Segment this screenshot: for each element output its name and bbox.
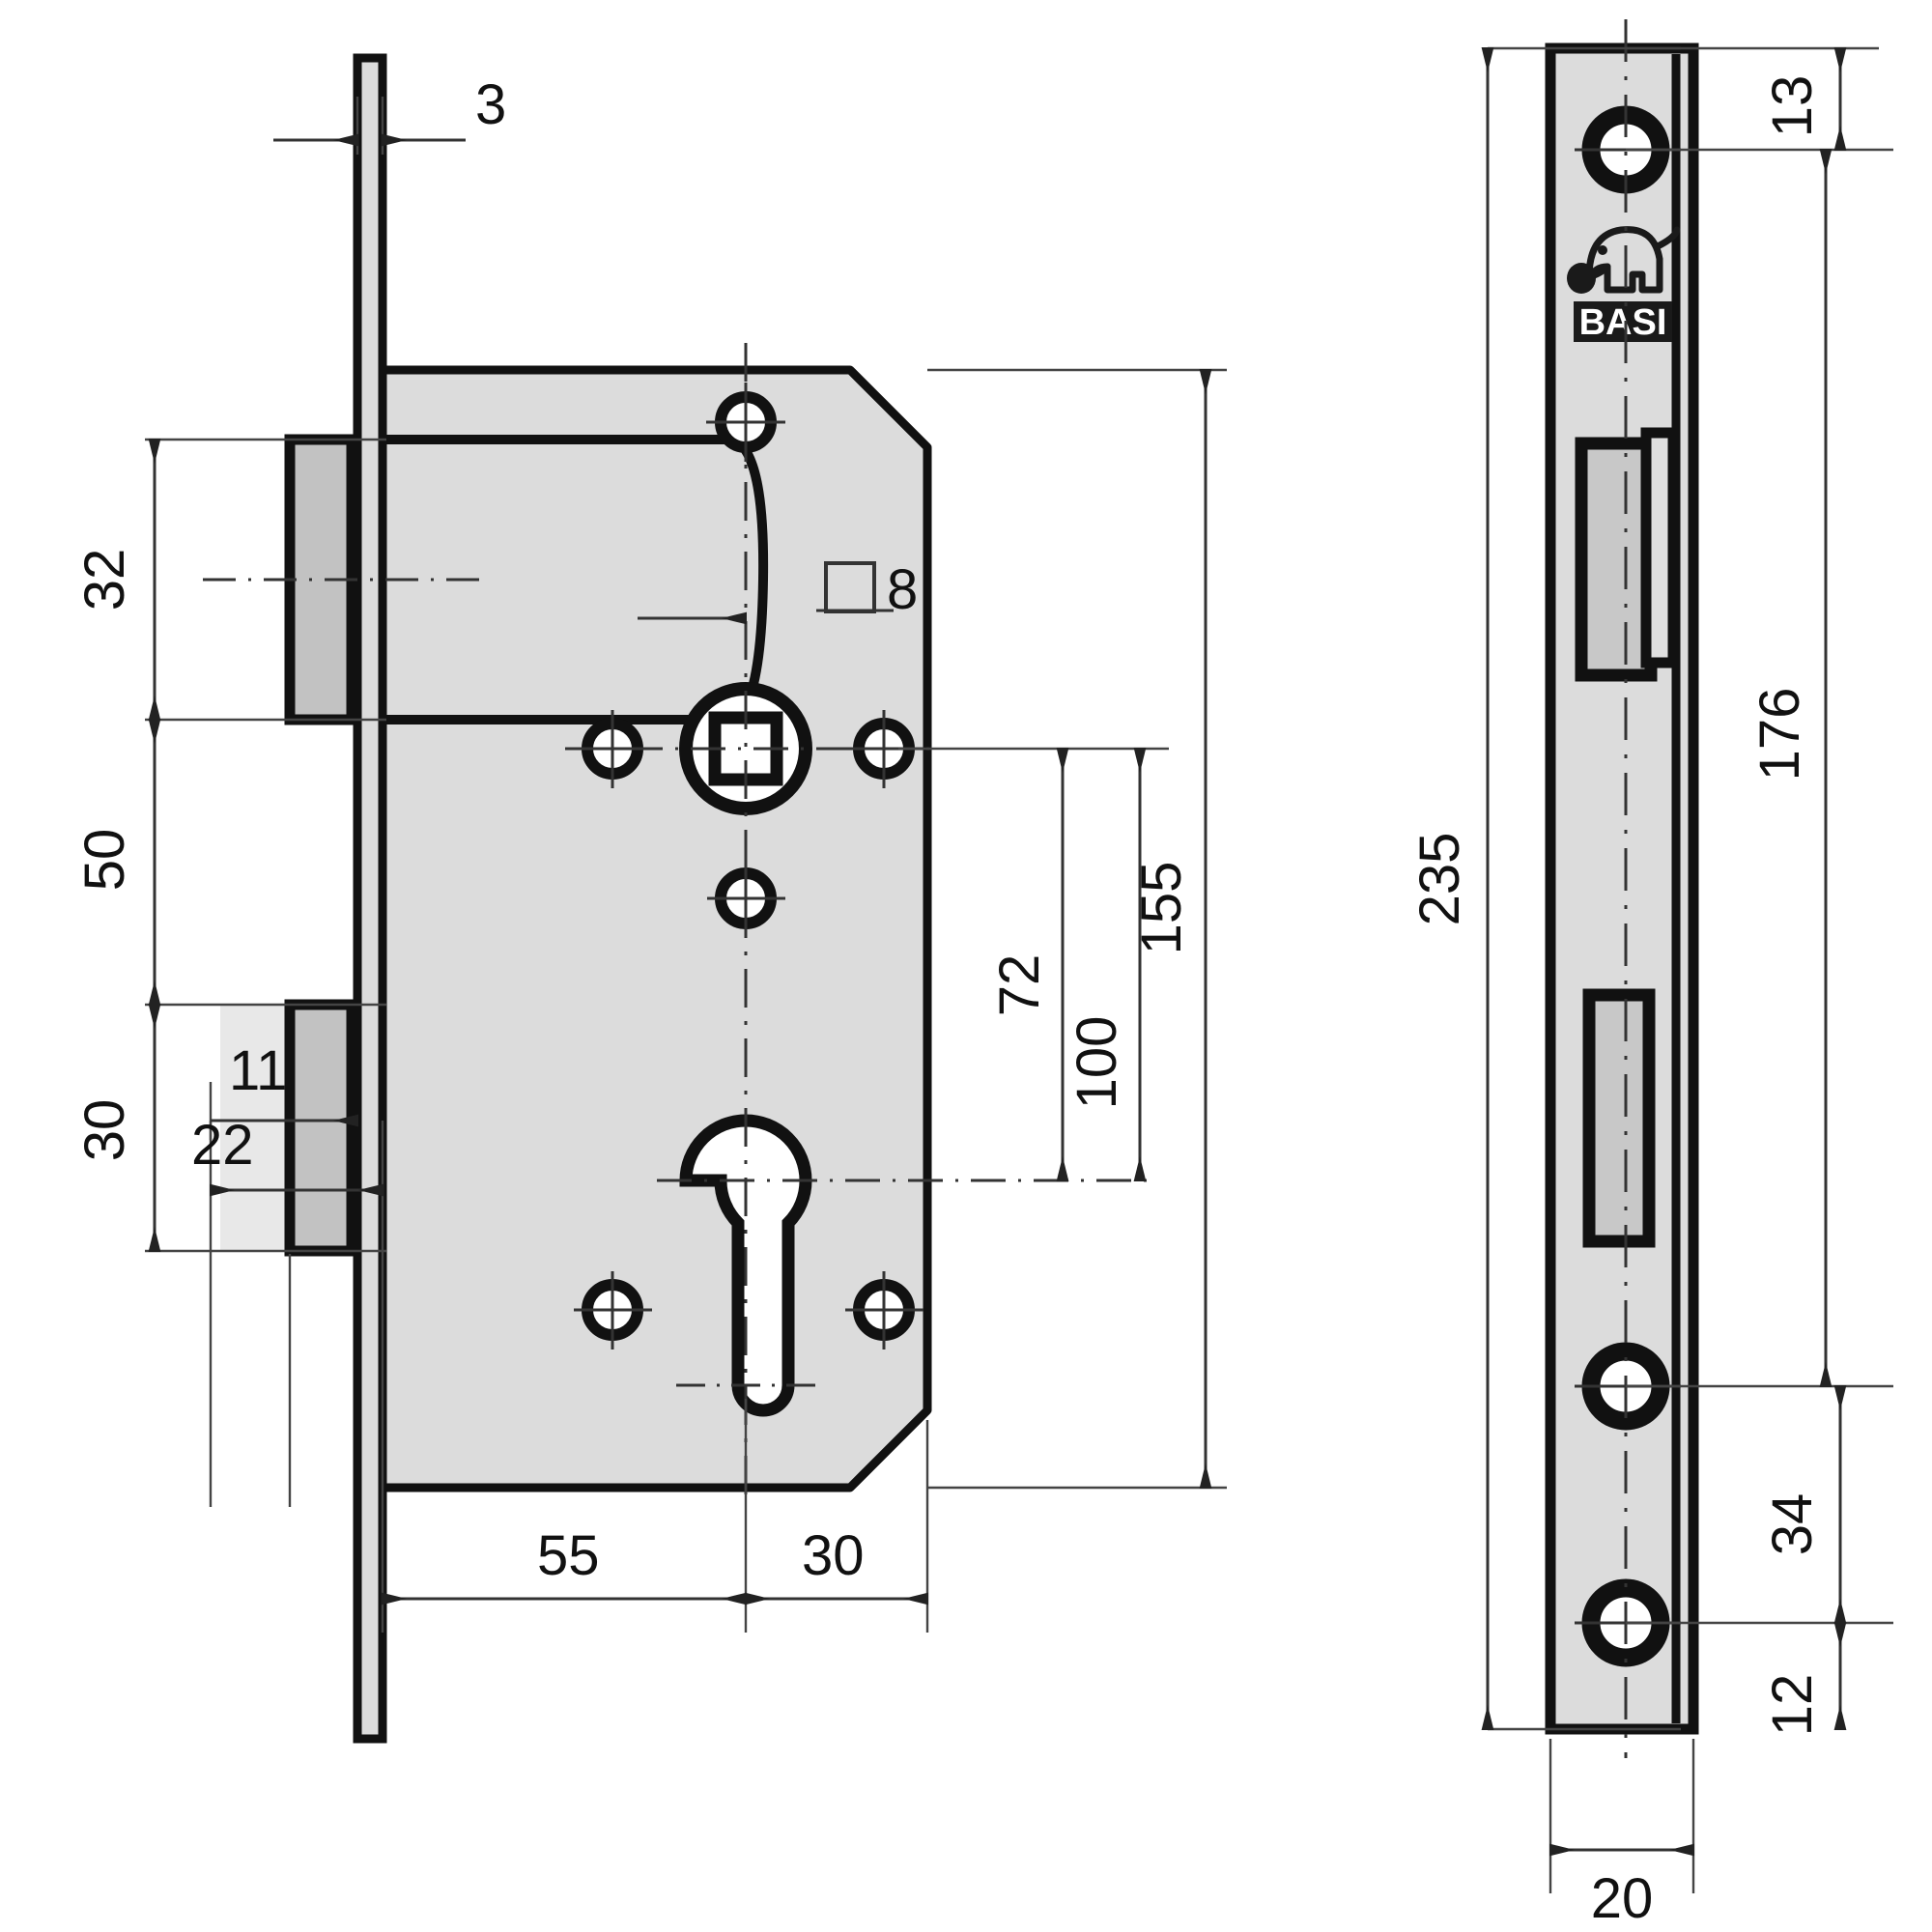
deadbolt-opening — [1582, 988, 1656, 1248]
dim-backset: 55 — [537, 1524, 600, 1587]
latch-bolt-inner — [377, 435, 769, 724]
dim-square-spindle: 8 — [887, 558, 918, 621]
dim-latch-throw: 22 — [191, 1114, 254, 1177]
front-view-centrelines — [203, 343, 1159, 1507]
elephant-eye-icon — [1598, 245, 1607, 255]
side-view-dimension-lines — [1481, 47, 1847, 1857]
dim-deadbolt-throw: 11 — [229, 1039, 287, 1102]
brand-box — [1574, 301, 1672, 342]
dim-faceplate-width: 20 — [1591, 1867, 1654, 1930]
dim-centre-distance: 100 — [1065, 1016, 1128, 1110]
side-view: BASI — [1408, 19, 1893, 1930]
deadbolt-retracted-ghost — [220, 1005, 290, 1251]
elephant-tail-icon — [1654, 226, 1681, 250]
latch-opening — [1575, 437, 1658, 682]
dim-lower-screw-spacing: 34 — [1761, 1493, 1824, 1556]
dim-spindle-to-cylinder: 72 — [988, 954, 1051, 1017]
dim-faceplate-thickness: 3 — [475, 73, 506, 136]
dim-deadbolt-height: 30 — [73, 1099, 136, 1162]
front-view: 3 32 50 30 11 22 55 30 72 100 155 8 — [73, 53, 1227, 1744]
dim-bottom-screw-position: 12 — [1761, 1674, 1824, 1737]
dim-cylinder-offset: 30 — [802, 1524, 865, 1587]
elephant-body-icon — [1585, 226, 1663, 294]
faceplate-front — [353, 53, 387, 1744]
elephant-ball-icon — [1567, 263, 1596, 294]
dim-top-screw-position: 13 — [1761, 75, 1824, 138]
brand-label: BASI — [1579, 302, 1667, 343]
dim-screw-centre-distance: 176 — [1748, 688, 1811, 781]
dim-faceplate-length: 235 — [1408, 833, 1471, 926]
dim-latch-height: 32 — [73, 549, 136, 611]
square-symbol-icon — [824, 561, 876, 613]
latch-opening-step — [1640, 427, 1679, 668]
dim-case-height: 155 — [1130, 862, 1193, 955]
dim-latch-to-deadbolt: 50 — [73, 829, 136, 892]
deadbolt-head — [284, 999, 357, 1257]
basi-logo: BASI — [1567, 226, 1681, 343]
